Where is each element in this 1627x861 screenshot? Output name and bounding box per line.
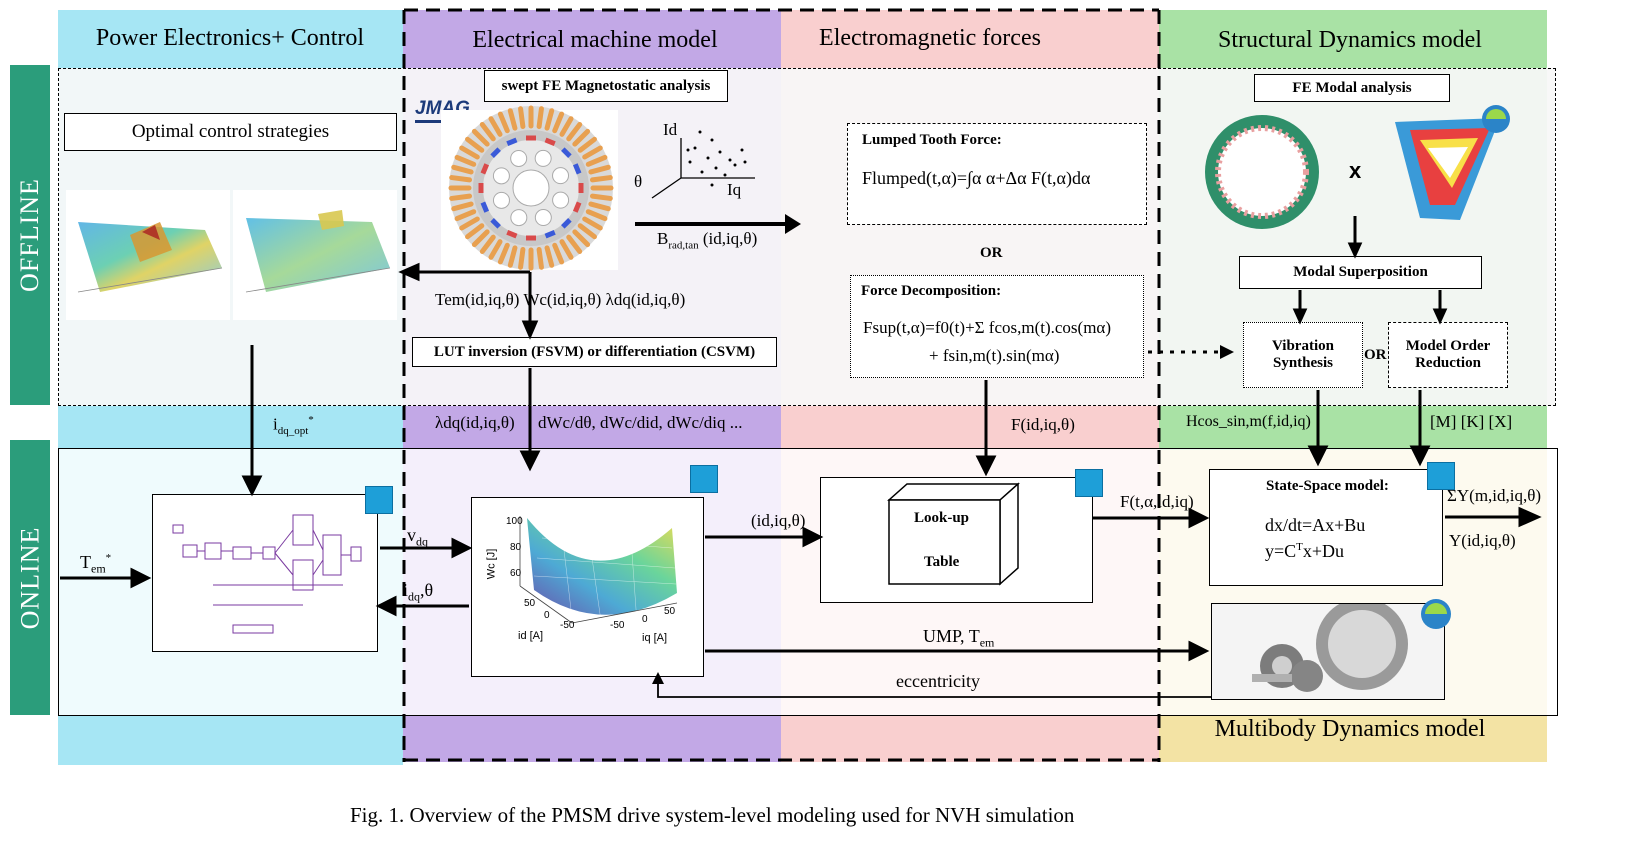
fe-modal-label: FE Modal analysis (1254, 74, 1450, 102)
control-simulink-box (152, 494, 378, 652)
optimal-control-box: Optimal control strategies (64, 113, 397, 151)
h-cos-sin-label: Hcos_sin,m(f,id,iq) (1186, 413, 1311, 430)
vibration-synthesis-box: Vibration Synthesis (1243, 322, 1363, 388)
jmag-logo: JMAG (415, 98, 470, 123)
electrical-column-title: Electrical machine model (472, 27, 718, 53)
y-out-label: Y(id,iq,θ) (1449, 531, 1516, 550)
swept-fe-label: swept FE Magnetostatic analysis (484, 70, 728, 102)
lookup-table-outer-box (820, 477, 1093, 603)
state-space-x-icon (1427, 462, 1455, 490)
multiply-sign: x (1349, 158, 1362, 183)
mkx-label: [M] [K] [X] (1430, 412, 1513, 431)
derivatives-label: dWc/dθ, dWc/did, dWc/diq ... (538, 413, 743, 432)
state-space-box: State-Space model: dx/dt=Ax+Bu y=CTx+Du (1209, 469, 1443, 586)
ss-eq2: y=CTx+Du (1265, 541, 1345, 561)
structural-column-title: Structural Dynamics model (1218, 27, 1482, 53)
power-column-title: Power Electronics+ Control (95, 25, 365, 51)
f-t-alpha-label: F(t,α,id,iq) (1120, 492, 1194, 511)
em-column-title: Electromagnetic forces (819, 25, 1041, 51)
lumped-tooth-force-box: Lumped Tooth Force: Flumped(t,α)=∫α α+Δα… (847, 123, 1147, 225)
lookup-label-1: Look-up (914, 510, 970, 526)
lambda-dq-label: λdq(id,iq,θ) (435, 413, 515, 432)
force-decomposition-box: Force Decomposition: Fsup(t,α)=f0(t)+Σ f… (850, 275, 1144, 378)
or-small-label: OR (1364, 347, 1387, 363)
fe-maps-label: Tem(id,iq,θ) Wc(id,iq,θ) λdq(id,iq,θ) (435, 290, 686, 309)
multibody-box (1211, 603, 1445, 700)
coenergy-x-icon (690, 465, 718, 493)
axis-id-label: Id (663, 120, 678, 139)
figure-caption: Fig. 1. Overview of the PMSM drive syste… (350, 803, 1075, 827)
modal-superposition-box: Modal Superposition (1239, 256, 1482, 289)
axis-iq-label: Iq (727, 180, 742, 199)
id-iq-theta-label: (id,iq,θ) (751, 511, 806, 530)
f-idiq-label: F(id,iq,θ) (1011, 415, 1075, 434)
coenergy-surface-plot (478, 502, 678, 650)
offline-side-label: OFFLINE (10, 65, 50, 405)
coenergy-map-box: 100 80 60 Wc [J] 50 0 -50 -50 0 50 id [A… (471, 497, 704, 677)
gear-image (1252, 604, 1408, 692)
b-rad-tan-label: Brad,tan (id,iq,θ) (657, 229, 758, 252)
simulink-diagram (172, 514, 362, 634)
axis-theta-label: θ (634, 172, 643, 191)
simulink-x-icon (365, 486, 393, 514)
lut-inversion-box: LUT inversion (FSVM) or differentiation … (412, 337, 777, 367)
lookup-label-2: Table (924, 554, 960, 570)
ump-tem-label: UMP, Tem (923, 626, 995, 650)
idq-opt-label: idq_opt* (273, 414, 314, 438)
model-order-reduction-box: Model Order Reduction (1388, 322, 1508, 388)
sum-y-label: ΣY(m,id,iq,θ) (1447, 486, 1542, 505)
lookup-x-icon (1075, 469, 1103, 497)
multibody-column-title: Multibody Dynamics model (1214, 716, 1486, 742)
idq-theta-label: idq,θ (403, 580, 434, 604)
eccentricity-label: eccentricity (896, 671, 980, 691)
online-side-label: ONLINE (10, 440, 50, 715)
tem-star-label: Tem* (80, 552, 112, 576)
vdq-label: vdq (407, 525, 428, 549)
or-label: OR (980, 245, 1003, 261)
